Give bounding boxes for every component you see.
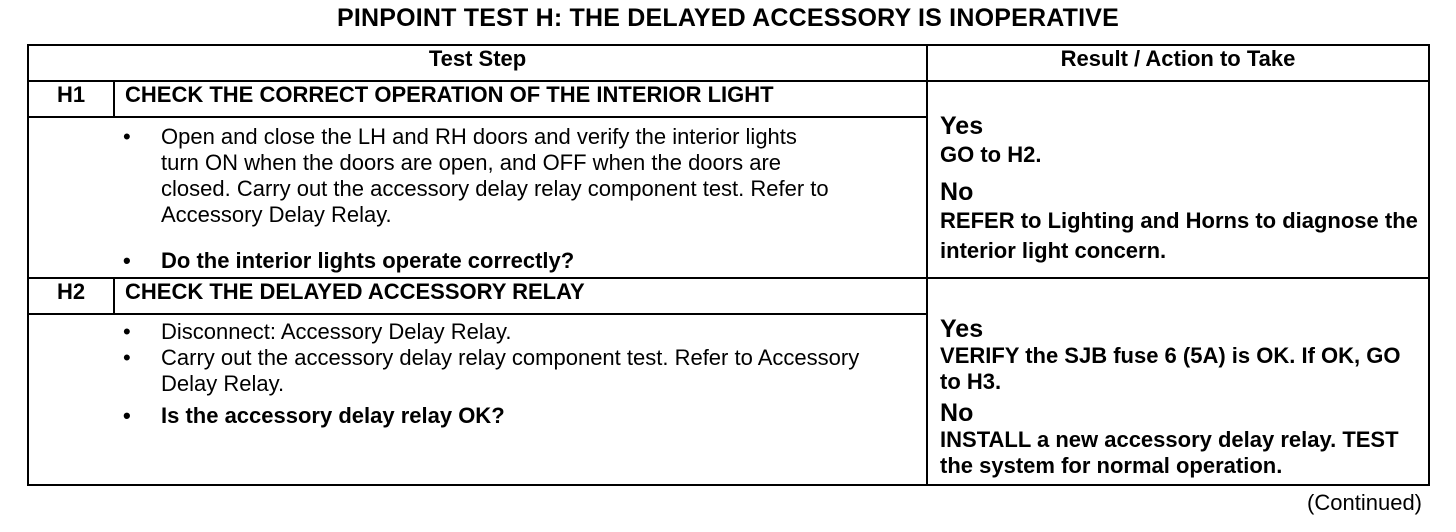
step-title: CHECK THE CORRECT OPERATION OF THE INTER… [112, 80, 929, 118]
header-result-action: Result / Action to Take [926, 44, 1431, 82]
no-label: No [940, 399, 974, 427]
question-bullet: Is the accessory delay relay OK? [29, 403, 866, 429]
step-h2-body-row: Disconnect: Accessory Delay Relay. Carry… [26, 313, 1429, 486]
pinpoint-test-table: Test Step Result / Action to Take H1 CHE… [26, 44, 1431, 486]
question-bullet: Do the interior lights operate correctly… [29, 248, 840, 274]
page-title: PINPOINT TEST H: THE DELAYED ACCESSORY I… [336, 4, 1119, 32]
step-body: Open and close the LH and RH doors and v… [26, 116, 929, 279]
header-test-step: Test Step [26, 44, 929, 82]
table-header-row: Test Step Result / Action to Take [26, 44, 1431, 82]
no-label: No [940, 178, 974, 206]
instruction-bullet: Carry out the accessory delay relay comp… [29, 345, 866, 397]
step-reference: H3 [966, 369, 996, 394]
step-h1-title-row: H1 CHECK THE CORRECT OPERATION OF THE IN… [27, 80, 1431, 279]
yes-action: VERIFY the SJB fuse 6 (5A) is OK. If OK,… [940, 343, 1401, 394]
step-h1-result: Yes GO to H2. No REFER to Lighting and H… [926, 80, 1431, 279]
no-action: REFER to Lighting and Horns to diagnose … [940, 208, 1418, 263]
step-h2-title-row: H2 CHECK THE DELAYED ACCESSORY RELAY Yes… [27, 277, 1431, 486]
continued-note: (Continued) [1307, 490, 1422, 515]
instruction-bullet: Open and close the LH and RH doors and v… [29, 124, 840, 228]
yes-action: GO to H2. [940, 142, 1042, 167]
step-id: H1 [27, 80, 115, 118]
instruction-bullet: Disconnect: Accessory Delay Relay. [29, 319, 866, 345]
step-h1-body-row: Open and close the LH and RH doors and v… [26, 116, 1429, 279]
yes-label: Yes [940, 315, 984, 343]
yes-label: Yes [940, 112, 984, 140]
step-h2-result: Yes VERIFY the SJB fuse 6 (5A) is OK. If… [926, 277, 1431, 486]
step-title: CHECK THE DELAYED ACCESSORY RELAY [112, 277, 929, 315]
step-body: Disconnect: Accessory Delay Relay. Carry… [26, 313, 929, 486]
step-reference: H2 [1007, 142, 1036, 167]
no-action: INSTALL a new accessory delay relay. TES… [940, 427, 1399, 478]
step-id: H2 [27, 277, 115, 315]
